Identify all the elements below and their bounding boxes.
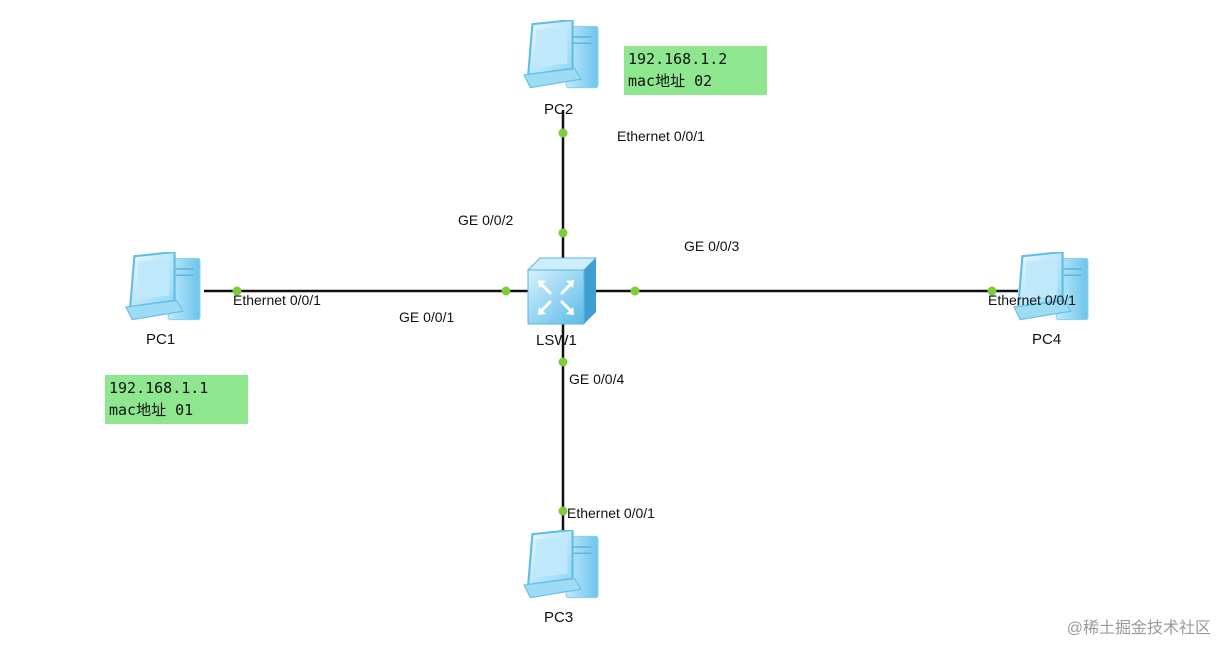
pc1-ip: 192.168.1.1 bbox=[109, 379, 209, 397]
port-dot-sw-ge2 bbox=[558, 228, 568, 238]
sw-ge4-label: GE 0/0/4 bbox=[569, 371, 625, 387]
pc1-port-label: Ethernet 0/0/1 bbox=[233, 292, 321, 308]
pc2-icon[interactable] bbox=[522, 20, 600, 89]
sw-ge2-label: GE 0/0/2 bbox=[458, 212, 514, 228]
pc3-name: PC3 bbox=[544, 609, 574, 626]
port-dot-pc1 bbox=[232, 286, 242, 296]
links bbox=[204, 110, 1018, 535]
port-dot-pc3 bbox=[558, 506, 568, 516]
pc3-icon[interactable] bbox=[522, 530, 600, 599]
pc2-ip: 192.168.1.2 bbox=[628, 50, 728, 68]
pc2-address-note: 192.168.1.2 mac地址 02 bbox=[624, 46, 767, 95]
pc2-port-label: Ethernet 0/0/1 bbox=[617, 128, 705, 144]
pc2-name: PC2 bbox=[544, 101, 574, 118]
watermark: @稀土掘金技术社区 bbox=[1066, 620, 1211, 637]
pc4-name: PC4 bbox=[1032, 331, 1062, 348]
pc1-address-note: 192.168.1.1 mac地址 01 bbox=[105, 375, 248, 424]
pc1-name: PC1 bbox=[146, 331, 176, 348]
port-dot-pc4 bbox=[987, 286, 997, 296]
port-dot-sw-ge4 bbox=[558, 357, 568, 367]
port-dot-sw-ge1 bbox=[501, 286, 511, 296]
port-dots bbox=[232, 128, 997, 516]
port-dot-sw-ge3 bbox=[630, 286, 640, 296]
pc4-icon[interactable] bbox=[1012, 252, 1090, 321]
pc4-port-label: Ethernet 0/0/1 bbox=[988, 292, 1076, 308]
pc1-mac: mac地址 01 bbox=[109, 401, 194, 419]
pc2-mac: mac地址 02 bbox=[628, 72, 713, 90]
sw-ge3-label: GE 0/0/3 bbox=[684, 238, 740, 254]
port-dot-pc2 bbox=[558, 128, 568, 138]
pc1-icon[interactable] bbox=[124, 252, 202, 321]
switch-icon[interactable] bbox=[526, 257, 598, 325]
switch-name: LSW1 bbox=[536, 332, 577, 349]
sw-ge1-label: GE 0/0/1 bbox=[399, 309, 455, 325]
pc3-port-label: Ethernet 0/0/1 bbox=[567, 505, 655, 521]
